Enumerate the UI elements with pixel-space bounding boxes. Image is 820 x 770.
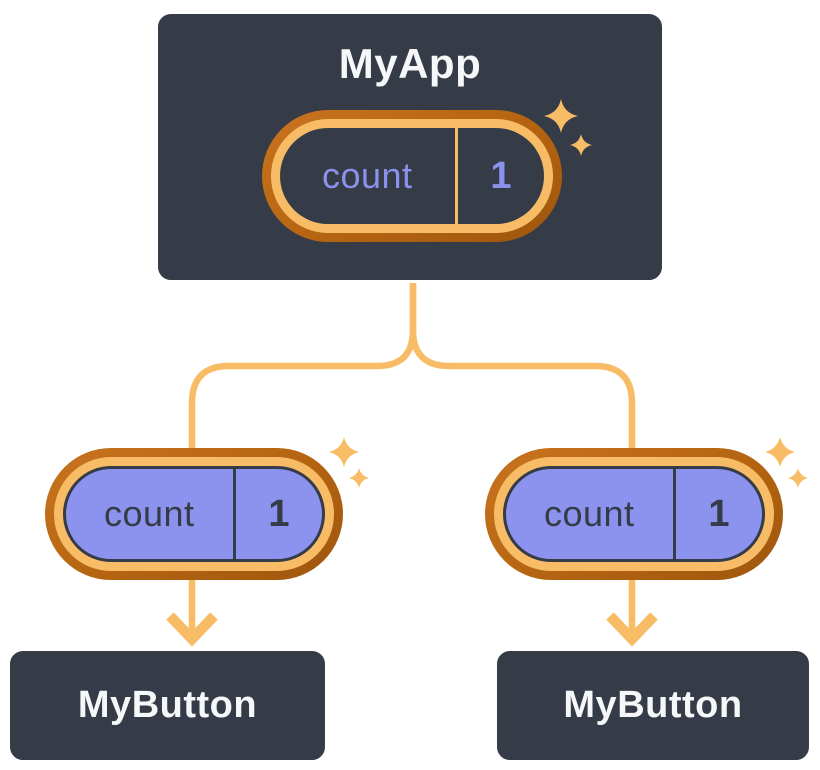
sparkle-icon	[329, 437, 369, 488]
arrow-down-icon	[166, 612, 218, 647]
prop-pill-body: count 1	[63, 466, 325, 562]
prop-pill-ring: count 1	[494, 457, 774, 571]
mybutton-title: MyButton	[77, 684, 258, 726]
prop-pill-right: count 1	[485, 448, 783, 580]
pill-divider	[672, 469, 676, 559]
prop-value: 1	[268, 492, 290, 535]
prop-value: 1	[708, 492, 730, 535]
state-name-label: count	[321, 155, 413, 196]
state-value: 1	[490, 154, 512, 197]
pill-divider	[454, 128, 458, 224]
mybutton-title: MyButton	[563, 684, 743, 726]
state-pill-ring: count 1	[271, 119, 553, 233]
prop-name-label: count	[543, 493, 635, 534]
prop-pill-body: count 1	[503, 466, 765, 562]
prop-pill-ring: count 1	[54, 457, 334, 571]
prop-name-label: count	[103, 493, 195, 534]
state-pill-body: count 1	[280, 128, 544, 224]
mybutton-card-left: MyButton	[7, 648, 328, 763]
pill-divider	[232, 469, 236, 559]
mybutton-card-right: MyButton	[494, 648, 812, 763]
myapp-title: MyApp	[338, 40, 482, 87]
arrow-down-icon	[606, 612, 658, 647]
state-pill-myapp: count 1	[262, 110, 562, 242]
prop-pill-left: count 1	[45, 448, 343, 580]
